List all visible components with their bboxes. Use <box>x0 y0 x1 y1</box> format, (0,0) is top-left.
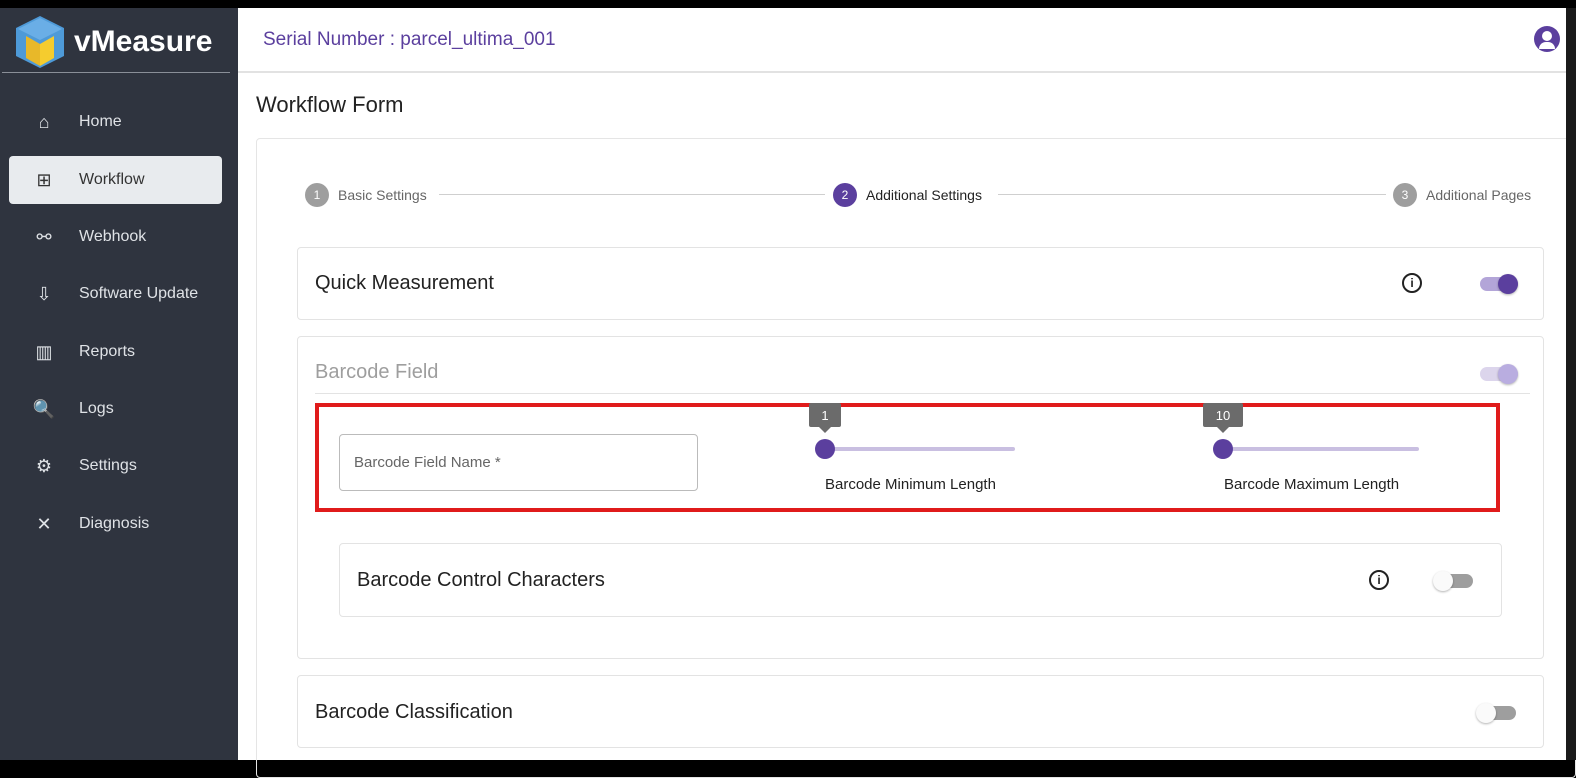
sidebar-item-label: Logs <box>79 400 114 417</box>
workflow-icon: ⊞ <box>36 169 52 190</box>
home-icon: ⌂ <box>38 111 50 132</box>
sidebar-item-label: Reports <box>79 343 136 360</box>
sidebar-item-webhook[interactable]: ⚯ Webhook <box>9 213 222 261</box>
page-title: Workflow Form <box>256 92 404 117</box>
info-icon[interactable]: i <box>1369 570 1389 590</box>
sidebar-item-reports[interactable]: ▥ Reports <box>9 328 222 376</box>
account-icon[interactable] <box>1534 26 1560 52</box>
reports-icon: ▥ <box>35 341 53 362</box>
sidebar-item-software-update[interactable]: ⇩ Software Update <box>9 270 222 318</box>
min-length-label: Barcode Minimum Length <box>825 476 996 493</box>
max-length-value: 10 <box>1203 403 1243 433</box>
max-length-label: Barcode Maximum Length <box>1224 476 1400 493</box>
step-label: Additional Settings <box>866 187 982 203</box>
app-name: vMeasure <box>74 25 213 58</box>
min-length-slider-thumb[interactable] <box>815 439 835 459</box>
step-label: Additional Pages <box>1426 187 1532 203</box>
barcode-classification-section: Barcode Classification <box>297 675 1544 748</box>
sidebar-item-label: Webhook <box>79 228 147 245</box>
sidebar-item-diagnosis[interactable]: ✕ Diagnosis <box>9 500 222 548</box>
sidebar-item-settings[interactable]: ⚙ Settings <box>9 442 222 490</box>
sidebar-item-logs[interactable]: 🔍 Logs <box>9 385 222 433</box>
section-title: Barcode Classification <box>315 701 513 723</box>
step-number: 3 <box>1393 183 1417 207</box>
step-basic-settings[interactable]: 1 Basic Settings <box>305 183 427 207</box>
min-length-slider-track[interactable] <box>825 447 1015 451</box>
step-connector <box>439 194 825 195</box>
gear-icon: ⚙ <box>35 455 53 476</box>
window-edge <box>1566 8 1576 760</box>
serial-number: Serial Number : parcel_ultima_001 <box>263 28 556 50</box>
logo-cube-icon <box>16 16 64 68</box>
highlight-box <box>315 403 1500 512</box>
section-title: Barcode Control Characters <box>357 569 605 591</box>
sidebar-item-label: Settings <box>79 457 137 474</box>
section-title: Barcode Field <box>315 361 439 383</box>
sidebar-item-workflow[interactable]: ⊞ Workflow <box>9 156 222 204</box>
min-length-value: 1 <box>809 403 841 433</box>
logs-icon: 🔍 <box>32 398 56 419</box>
header: Serial Number : parcel_ultima_001 <box>238 8 1566 73</box>
barcode-field-name-input[interactable]: Barcode Field Name * <box>339 434 698 491</box>
tools-icon: ✕ <box>36 513 52 534</box>
step-additional-pages[interactable]: 3 Additional Pages <box>1393 183 1531 207</box>
input-placeholder: Barcode Field Name * <box>354 454 501 471</box>
sidebar-item-label: Workflow <box>79 171 145 188</box>
top-bar <box>0 0 1576 8</box>
max-length-slider-track[interactable] <box>1223 447 1419 451</box>
sidebar-item-home[interactable]: ⌂ Home <box>9 98 222 146</box>
sidebar-item-label: Diagnosis <box>79 515 150 532</box>
logo: vMeasure <box>14 14 212 70</box>
info-icon[interactable]: i <box>1402 273 1422 293</box>
barcode-classification-toggle[interactable] <box>1476 703 1516 723</box>
step-number: 2 <box>833 183 857 207</box>
section-title: Quick Measurement <box>315 272 494 294</box>
sidebar: vMeasure ⌂ Home ⊞ Workflow ⚯ Webhook ⇩ Softw… <box>0 8 238 760</box>
step-label: Basic Settings <box>338 187 427 203</box>
quick-measurement-toggle[interactable] <box>1480 274 1518 294</box>
software-update-icon: ⇩ <box>36 283 52 304</box>
barcode-control-characters-toggle[interactable] <box>1433 571 1473 591</box>
max-length-slider-thumb[interactable] <box>1213 439 1233 459</box>
webhook-icon: ⚯ <box>36 226 52 247</box>
divider <box>315 393 1530 394</box>
barcode-field-toggle[interactable] <box>1480 364 1518 384</box>
step-additional-settings[interactable]: 2 Additional Settings <box>833 183 982 207</box>
quick-measurement-section: Quick Measurement i <box>297 247 1544 320</box>
form-card: 1 Basic Settings 2 Additional Settings 3 Ad… <box>256 138 1576 778</box>
sidebar-item-label: Home <box>79 113 122 130</box>
sidebar-item-label: Software Update <box>79 285 199 302</box>
step-number: 1 <box>305 183 329 207</box>
step-connector <box>998 194 1386 195</box>
barcode-control-characters-section: Barcode Control Characters i <box>339 543 1502 617</box>
divider <box>2 72 230 73</box>
